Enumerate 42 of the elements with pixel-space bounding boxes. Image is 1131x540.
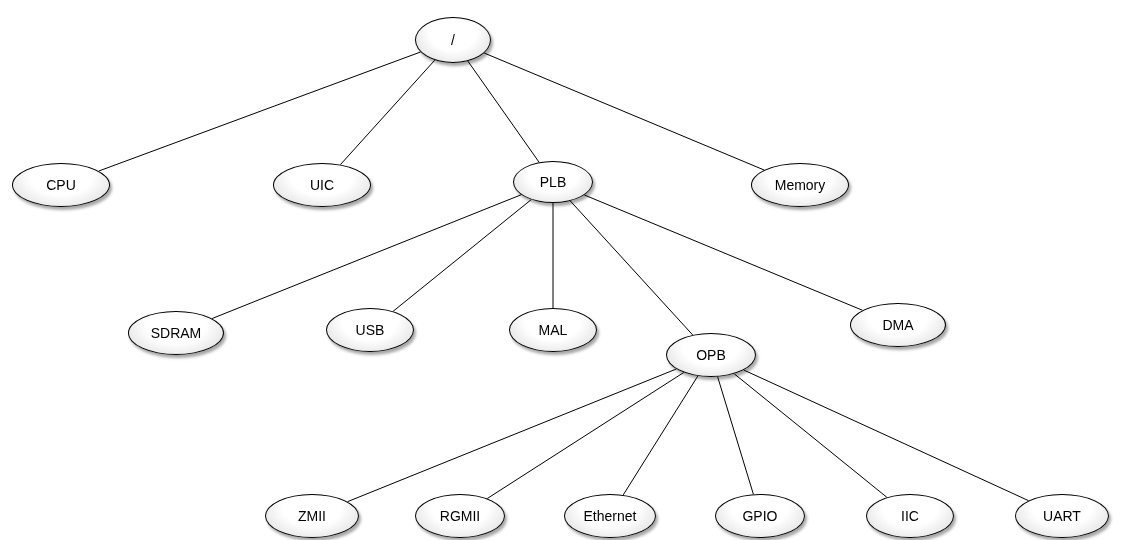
node-label: USB [355, 322, 385, 338]
node-label: SDRAM [150, 325, 202, 341]
ellipse-node [751, 163, 849, 207]
ellipse-node [513, 161, 593, 203]
connector-line [552, 202, 554, 309]
connector-line [211, 194, 522, 319]
connector-line [392, 199, 532, 312]
ellipse-node [564, 494, 656, 538]
node-label: UART [1043, 508, 1081, 524]
node-label: MAL [538, 322, 568, 338]
node-label: CPU [46, 177, 76, 193]
ellipse-node [265, 494, 359, 538]
ellipse-node [128, 311, 224, 355]
connector-line [583, 194, 863, 311]
node-label: Ethernet [583, 508, 637, 524]
node-label: Memory [774, 177, 826, 193]
connector-line [622, 375, 699, 496]
ellipse-node [415, 17, 491, 63]
connector-line [347, 368, 677, 503]
ellipse-node [415, 494, 505, 538]
connector-line [486, 372, 685, 499]
ellipse-node [666, 333, 756, 377]
connector-line [717, 376, 754, 495]
node-label: PLB [539, 174, 567, 190]
node-label: / [451, 32, 455, 48]
node-label: IIC [901, 508, 919, 524]
ellipse-node [850, 303, 946, 347]
ellipse-node [866, 494, 954, 538]
node-label: OPB [696, 347, 726, 363]
node-label: DMA [882, 317, 914, 333]
node-label: RGMII [439, 508, 481, 524]
node-label: GPIO [742, 508, 778, 524]
ellipse-node [715, 494, 805, 538]
node-label: UIC [309, 177, 335, 193]
connector-line [733, 373, 888, 498]
connector-line [743, 369, 1029, 502]
ellipse-node [273, 163, 371, 207]
ellipse-node [326, 308, 414, 352]
ellipse-node [1015, 494, 1109, 538]
node-label: ZMII [298, 508, 326, 524]
ellipse-node [509, 308, 597, 352]
ellipse-node [12, 163, 110, 207]
